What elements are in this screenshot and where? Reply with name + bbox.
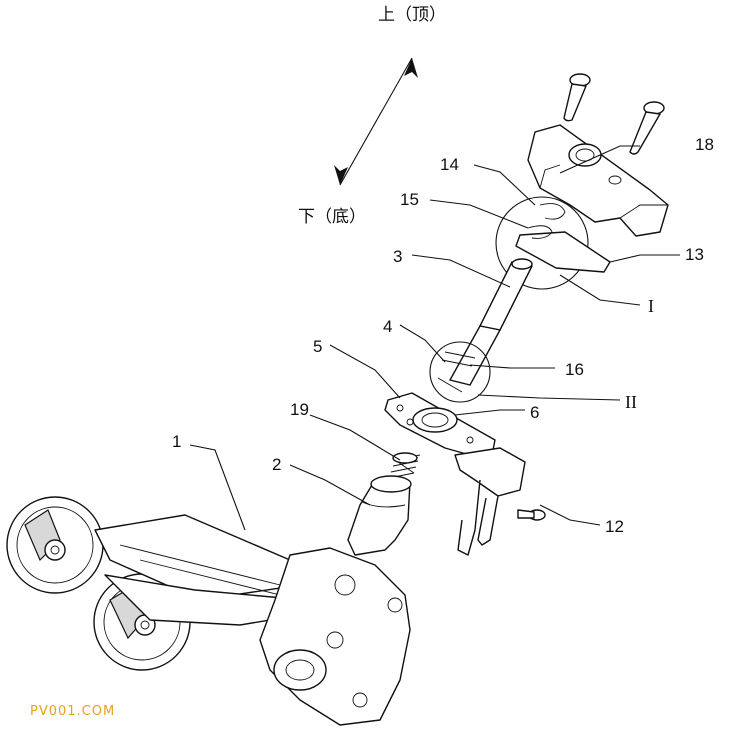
callout-16: 16 bbox=[565, 360, 584, 379]
direction-up-label: 上（顶） bbox=[378, 5, 446, 25]
leader-lines bbox=[189, 145, 680, 531]
callout-1: 1 bbox=[172, 432, 181, 451]
screw-left bbox=[563, 73, 591, 122]
part-6-plate bbox=[384, 392, 496, 456]
screw-right bbox=[629, 101, 665, 155]
callout-14: 14 bbox=[440, 155, 459, 174]
direction-arrow bbox=[334, 57, 418, 186]
part-2-sleeve bbox=[347, 475, 412, 556]
callout-15: 15 bbox=[400, 190, 419, 209]
callout-13: 13 bbox=[685, 245, 704, 264]
callout-detail-1: I bbox=[648, 296, 654, 316]
gear-wheel-left bbox=[6, 496, 104, 594]
part-3-shaft bbox=[449, 258, 533, 386]
callout-detail-2: II bbox=[625, 392, 637, 412]
callout-12: 12 bbox=[605, 517, 624, 536]
watermark: PV001.COM bbox=[30, 704, 115, 719]
part-19-spring bbox=[388, 452, 421, 479]
callout-2: 2 bbox=[272, 455, 281, 474]
detail-circle-2 bbox=[429, 341, 491, 403]
direction-down-label: 下（底） bbox=[298, 207, 366, 227]
callout-6: 6 bbox=[530, 403, 539, 422]
part-18-bracket bbox=[527, 124, 669, 237]
part-12-switch bbox=[454, 447, 546, 556]
detail-circle-1 bbox=[495, 196, 611, 290]
valve-body bbox=[259, 547, 411, 726]
callout-5: 5 bbox=[313, 337, 322, 356]
callout-18: 18 bbox=[695, 135, 714, 154]
callout-19: 19 bbox=[290, 400, 309, 419]
callout-3: 3 bbox=[393, 247, 402, 266]
callout-4: 4 bbox=[383, 317, 392, 336]
